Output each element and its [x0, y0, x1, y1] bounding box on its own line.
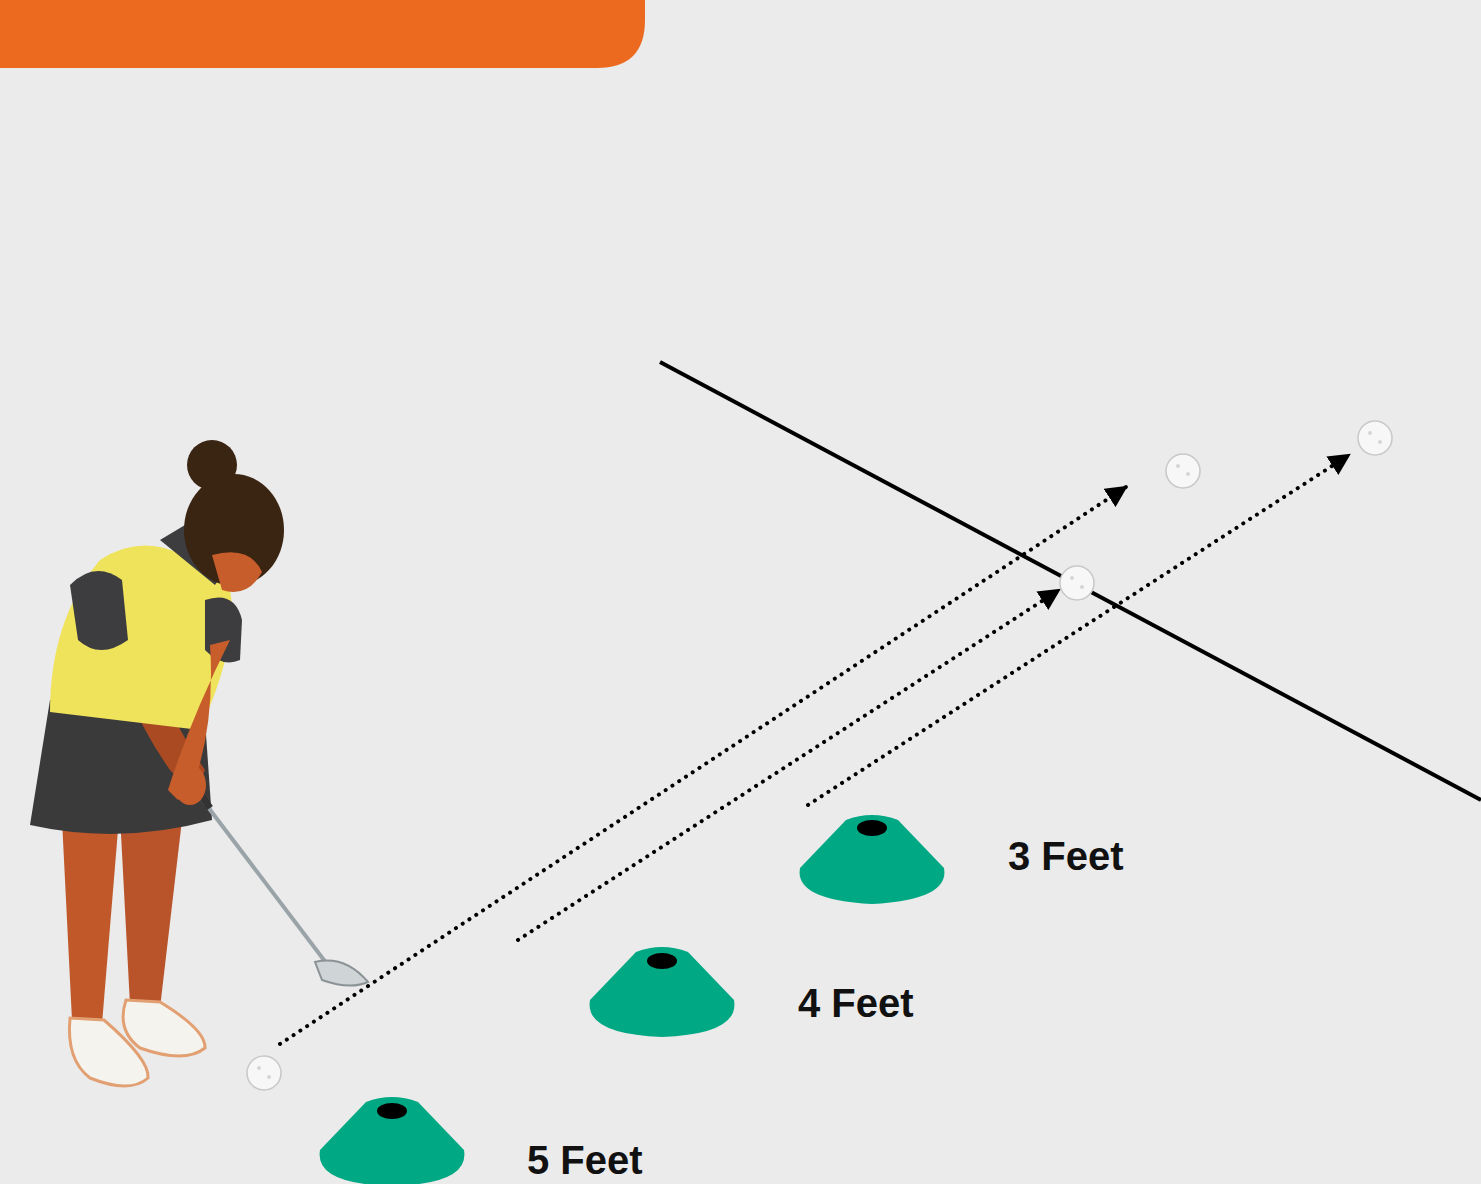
putt-path	[280, 487, 1126, 1044]
putter-shaft	[195, 790, 330, 968]
ball-dimple	[1378, 440, 1382, 444]
golf-ball	[1166, 454, 1200, 488]
golf-ball	[247, 1056, 281, 1090]
golfer-hands	[174, 765, 206, 805]
distance-label: 4 Feet	[798, 983, 914, 1023]
target-line	[660, 362, 1481, 800]
golf-ball	[247, 1056, 281, 1090]
marker-cone	[590, 947, 735, 1037]
golf-ball	[1060, 566, 1094, 600]
putt-path	[808, 455, 1349, 805]
golfer-shoe	[123, 1000, 205, 1056]
ball-dimple	[257, 1066, 261, 1070]
golf-ball	[1166, 454, 1200, 488]
golfer-face	[212, 552, 262, 592]
golfer-sleeve	[70, 571, 128, 650]
ball-dimple	[267, 1075, 271, 1079]
cone-hole	[377, 1103, 407, 1119]
ball-dimple	[1176, 464, 1180, 468]
golf-ball	[1358, 421, 1392, 455]
marker-cone	[800, 815, 945, 904]
ball-dimple	[1186, 472, 1190, 476]
marker-cone	[320, 1097, 465, 1184]
cone-hole	[647, 953, 677, 969]
distance-label: 3 Feet	[1008, 836, 1124, 876]
ball-dimple	[1080, 585, 1084, 589]
marker-cone	[320, 1097, 465, 1184]
distance-label: 5 Feet	[527, 1140, 643, 1180]
golf-ball	[1060, 566, 1094, 600]
golf-ball	[1358, 421, 1392, 455]
golfer-leg	[62, 820, 118, 1024]
putt-path	[518, 590, 1059, 940]
marker-cone	[590, 947, 735, 1037]
header-tab	[0, 0, 645, 68]
marker-cone	[800, 815, 945, 904]
cone-hole	[857, 820, 887, 836]
ball-dimple	[1070, 576, 1074, 580]
ball-dimple	[1368, 431, 1372, 435]
putter-head	[315, 961, 368, 986]
golfer-leg	[120, 815, 182, 1008]
golfer-figure	[30, 440, 368, 1086]
